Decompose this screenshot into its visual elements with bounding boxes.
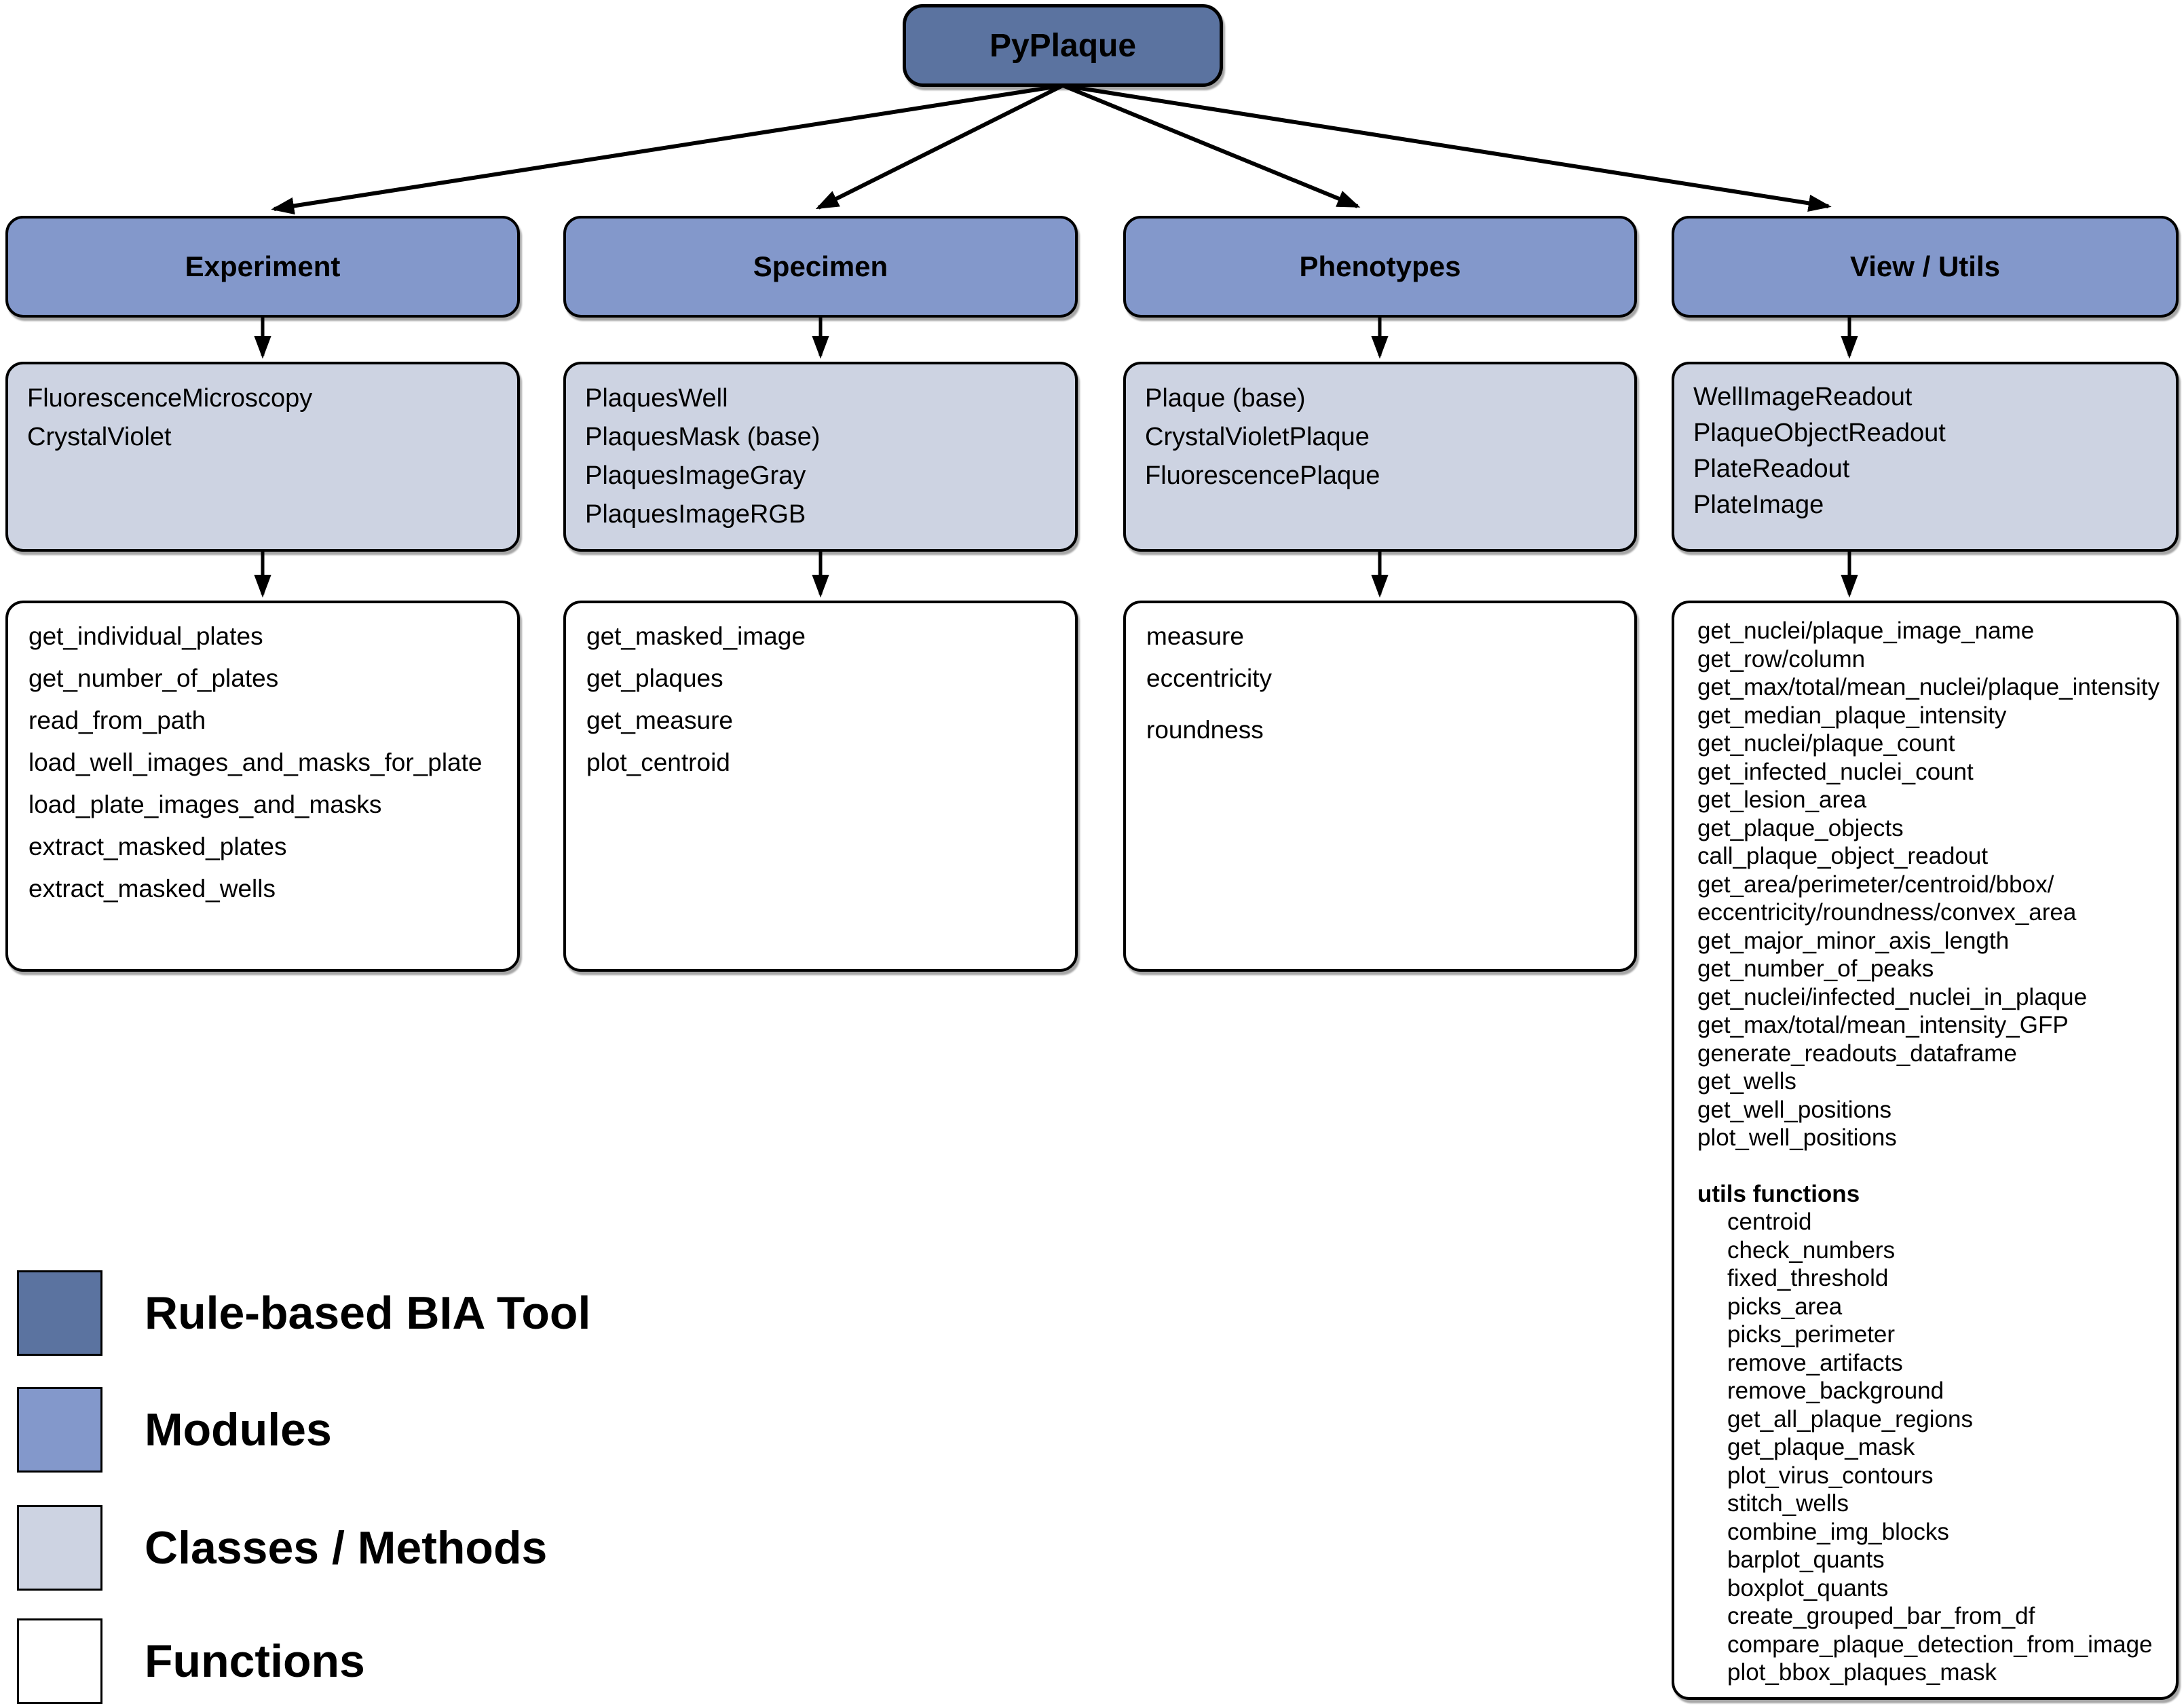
function-item: call_plaque_object_readout (1697, 843, 1989, 869)
legend-label-classes: Classes / Methods (145, 1522, 548, 1574)
function-item: get_area/perimeter/centroid/bbox/ (1697, 871, 2054, 898)
utils-function-item: fixed_threshold (1727, 1265, 1889, 1291)
module-title: Specimen (753, 250, 888, 282)
legend-row-classes: Classes / Methods (17, 1505, 547, 1591)
class-item: PlateImage (1693, 491, 1824, 519)
function-item: get_number_of_peaks (1697, 955, 1934, 982)
function-item: get_well_positions (1697, 1096, 1892, 1123)
function-item: eccentricity/roundness/convex_area (1697, 899, 2077, 926)
classes-view-utils: WellImageReadout PlaqueObjectReadout Pla… (1672, 362, 2179, 552)
function-item: get_major_minor_axis_length (1697, 927, 2010, 954)
function-item: get_nuclei/plaque_image_name (1697, 618, 2035, 644)
function-item: load_plate_images_and_masks (29, 791, 382, 818)
function-item: eccentricity (1146, 664, 1273, 692)
utils-function-item: get_plaque_mask (1727, 1434, 1915, 1460)
function-item: plot_centroid (586, 748, 730, 776)
classes-specimen: PlaquesWell PlaquesMask (base) PlaquesIm… (563, 362, 1078, 552)
utils-function-item: remove_artifacts (1727, 1349, 1903, 1376)
utils-function-item: remove_background (1727, 1378, 1944, 1404)
class-item: FluorescencePlaque (1145, 461, 1380, 490)
function-item: get_max/total/mean_intensity_GFP (1697, 1012, 2069, 1038)
module-title: Experiment (185, 250, 341, 282)
classes-experiment: FluorescenceMicroscopy CrystalViolet (5, 362, 520, 552)
class-item: PlateReadout (1693, 455, 1850, 483)
function-item: get_individual_plates (29, 622, 263, 650)
functions-experiment: get_individual_plates get_number_of_plat… (5, 601, 520, 972)
class-item: WellImageReadout (1693, 383, 1913, 411)
class-item: CrystalVioletPlaque (1145, 423, 1370, 451)
class-item: PlaquesImageRGB (585, 500, 806, 529)
function-item: extract_masked_wells (29, 875, 276, 903)
functions-phenotypes: measure eccentricity roundness (1123, 601, 1637, 972)
root-label: PyPlaque (989, 27, 1137, 64)
utils-function-item: check_numbers (1727, 1236, 1896, 1264)
module-experiment: Experiment (5, 216, 520, 318)
function-item: get_lesion_area (1697, 786, 1867, 813)
class-item: PlaquesMask (base) (585, 423, 821, 451)
utils-function-item: create_grouped_bar_from_df (1727, 1603, 2035, 1629)
function-item: get_wells (1697, 1068, 1796, 1095)
legend-label-tool: Rule-based BIA Tool (145, 1287, 591, 1339)
module-specimen: Specimen (563, 216, 1078, 318)
legend-swatch-functions (17, 1618, 102, 1704)
function-item: get_nuclei/infected_nuclei_in_plaque (1697, 983, 2088, 1010)
legend-swatch-modules (17, 1387, 102, 1473)
function-item: generate_readouts_dataframe (1697, 1040, 2017, 1067)
function-item: extract_masked_plates (29, 833, 287, 860)
utils-function-item: plot_virus_contours (1727, 1462, 1934, 1489)
function-item: get_nuclei/plaque_count (1697, 730, 1955, 757)
class-item: FluorescenceMicroscopy (27, 384, 313, 413)
legend-row-tool: Rule-based BIA Tool (17, 1270, 590, 1356)
legend-label-functions: Functions (145, 1635, 365, 1687)
utils-functions-header: utils functions (1697, 1180, 1860, 1207)
utils-function-item: centroid (1727, 1209, 1812, 1235)
utils-function-item: plot_bbox_plaques_mask (1727, 1659, 1997, 1686)
class-item: PlaquesWell (585, 384, 728, 413)
legend-label-modules: Modules (145, 1404, 332, 1456)
class-item: Plaque (base) (1145, 384, 1306, 413)
utils-function-item: picks_perimeter (1727, 1321, 1896, 1348)
function-item: get_number_of_plates (29, 664, 279, 692)
utils-function-item: barplot_quants (1727, 1546, 1885, 1573)
function-item: roundness (1146, 716, 1264, 744)
function-item: get_masked_image (586, 622, 806, 650)
utils-function-item: stitch_wells (1727, 1490, 1849, 1517)
utils-function-item: combine_img_blocks (1727, 1518, 1949, 1545)
function-item: measure (1146, 622, 1244, 650)
function-item: get_row/column (1697, 645, 1866, 672)
function-item: plot_well_positions (1697, 1124, 1897, 1151)
module-view-utils: View / Utils (1672, 216, 2179, 318)
function-item: get_infected_nuclei_count (1697, 758, 1974, 785)
legend-swatch-tool (17, 1270, 102, 1356)
function-item: get_max/total/mean_nuclei/plaque_intensi… (1697, 674, 2160, 700)
class-item: PlaqueObjectReadout (1693, 419, 1946, 447)
function-item: get_measure (586, 706, 733, 734)
legend-row-functions: Functions (17, 1618, 365, 1704)
function-item: read_from_path (29, 706, 206, 734)
functions-view-utils: get_nuclei/plaque_image_name get_row/col… (1672, 601, 2179, 1700)
function-item: get_median_plaque_intensity (1697, 702, 2007, 729)
legend-row-modules: Modules (17, 1387, 332, 1473)
utils-function-item: boxplot_quants (1727, 1574, 1889, 1601)
utils-function-item: picks_area (1727, 1293, 1843, 1320)
utils-function-item: get_all_plaque_regions (1727, 1405, 1973, 1432)
class-item: CrystalViolet (27, 423, 172, 451)
module-title: View / Utils (1850, 250, 2000, 282)
spacer (1697, 1152, 2169, 1180)
class-item: PlaquesImageGray (585, 461, 806, 490)
module-phenotypes: Phenotypes (1123, 216, 1637, 318)
legend-swatch-classes (17, 1505, 102, 1591)
pyplaque-root-node: PyPlaque (903, 4, 1223, 87)
function-item: get_plaque_objects (1697, 814, 1904, 841)
functions-specimen: get_masked_image get_plaques get_measure… (563, 601, 1078, 972)
module-title: Phenotypes (1299, 250, 1461, 282)
classes-phenotypes: Plaque (base) CrystalVioletPlaque Fluore… (1123, 362, 1637, 552)
function-item: get_plaques (586, 664, 723, 692)
function-item: load_well_images_and_masks_for_plate (29, 748, 483, 776)
utils-function-item: compare_plaque_detection_from_image (1727, 1631, 2153, 1658)
